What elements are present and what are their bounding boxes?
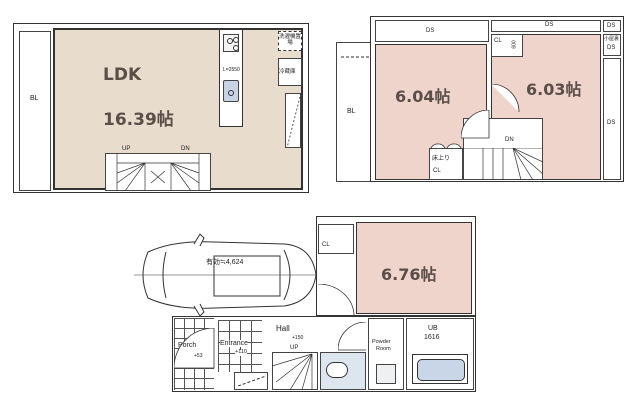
shoe-storage-dash — [238, 376, 267, 386]
ldk-stair-up-label: UP — [122, 146, 131, 152]
fridge-space — [278, 58, 302, 86]
f3-ds-corner — [603, 20, 621, 32]
f3-balcony-label: BL — [347, 108, 356, 115]
pantry-door-arc — [286, 93, 301, 148]
f3-attic-cl-label: CL — [433, 168, 441, 174]
f3-ds-corner2-label: DS — [607, 45, 616, 51]
powder-label: Powder — [372, 339, 391, 345]
f3-ds-top-right — [491, 20, 601, 32]
entrance-label: Entrance — [220, 340, 249, 347]
f1-closet-label: CL — [322, 242, 330, 248]
parking-label: 有効≒4,624 — [206, 259, 244, 266]
bath-size: 1616 — [424, 334, 440, 341]
f1-room — [356, 222, 472, 314]
porch-door-arc — [174, 328, 215, 369]
f3-balcony — [336, 42, 374, 182]
f3-stair-down-label: DN — [505, 137, 514, 143]
porch-label: Porch — [178, 342, 197, 349]
powder-label2: Room — [376, 346, 391, 352]
f3-attic-closet — [429, 148, 463, 180]
f1-stairs-lines — [272, 353, 313, 390]
f3-balcony-dash — [341, 56, 375, 58]
f3-stairs-lines — [463, 148, 543, 180]
car-icon — [134, 233, 320, 317]
f3-ds-corner-label: DS — [607, 23, 616, 29]
washer-label: 洗濯機置場 — [279, 34, 302, 46]
kitchen-length: L=2550 — [223, 67, 240, 73]
f3-ds-top-left-label: DS — [426, 28, 435, 34]
f3-ds-corner2-top: 小屋裏 — [604, 36, 620, 42]
f1-room-size: 6.76帖 — [381, 265, 437, 284]
hall-label: Hall — [276, 324, 290, 333]
porch-level: +53 — [194, 353, 203, 359]
toilet-icon — [326, 362, 348, 378]
ldk-room-name: LDK — [103, 65, 142, 85]
f3-closet — [491, 34, 523, 57]
bath-label: UB — [428, 325, 438, 332]
ldk-balcony — [19, 31, 51, 191]
f3-ds-right-label: DS — [607, 120, 616, 126]
vanity-sink — [376, 364, 396, 384]
bathtub-icon — [412, 354, 468, 384]
ldk-stair-down-label: DN — [181, 146, 190, 152]
ldk-balcony-label: BL — [30, 95, 39, 102]
stove-icon — [223, 34, 239, 52]
floor-3: BL DS DS DS 小屋裏 DS DS 6.04帖 6.03帖 CL 600… — [333, 14, 633, 184]
ldk-stairs-lines — [116, 153, 200, 191]
f3-room-left-size: 6.04帖 — [395, 87, 451, 106]
hall-level: +150 — [292, 335, 304, 341]
f3-ds-top-left — [375, 20, 489, 42]
f3-room-right-size: 6.03帖 — [526, 80, 582, 99]
f3-door-arc — [491, 84, 520, 113]
f3-attic-access-label: 床上り — [432, 156, 451, 162]
ldk-room-size: 16.39帖 — [103, 110, 174, 130]
f1-stair-up-label: UP — [290, 345, 299, 351]
toilet-door-arc — [338, 322, 367, 351]
f1-closet — [318, 224, 354, 254]
ldk-stairs — [105, 153, 211, 191]
washer-space — [278, 31, 302, 51]
sink-icon — [223, 80, 239, 102]
f3-ds-right — [603, 58, 621, 180]
f3-hall-door-arc — [461, 110, 490, 139]
f3-closet-label: CL — [494, 38, 502, 44]
floor-1: 有効≒4,624 CL 6.76帖 Porch +53 Entrance +11… — [128, 212, 478, 402]
f3-attic-doors — [430, 143, 462, 149]
f3-ds-corner2 — [603, 34, 621, 56]
fridge-label: 冷蔵庫 — [279, 69, 296, 75]
f3-closet-dim: 600 — [511, 40, 518, 49]
floor-ldk: BL LDK 16.39帖 L=2550 洗濯機置場 冷蔵庫 UP DN — [13, 23, 309, 193]
f1-room-door-arc — [318, 284, 355, 316]
f1-stairs — [272, 352, 318, 390]
shoe-storage — [234, 372, 268, 390]
pantry — [285, 93, 301, 148]
entrance-level: +110 — [235, 349, 247, 356]
f3-ds-top-right-label: DS — [545, 22, 554, 28]
